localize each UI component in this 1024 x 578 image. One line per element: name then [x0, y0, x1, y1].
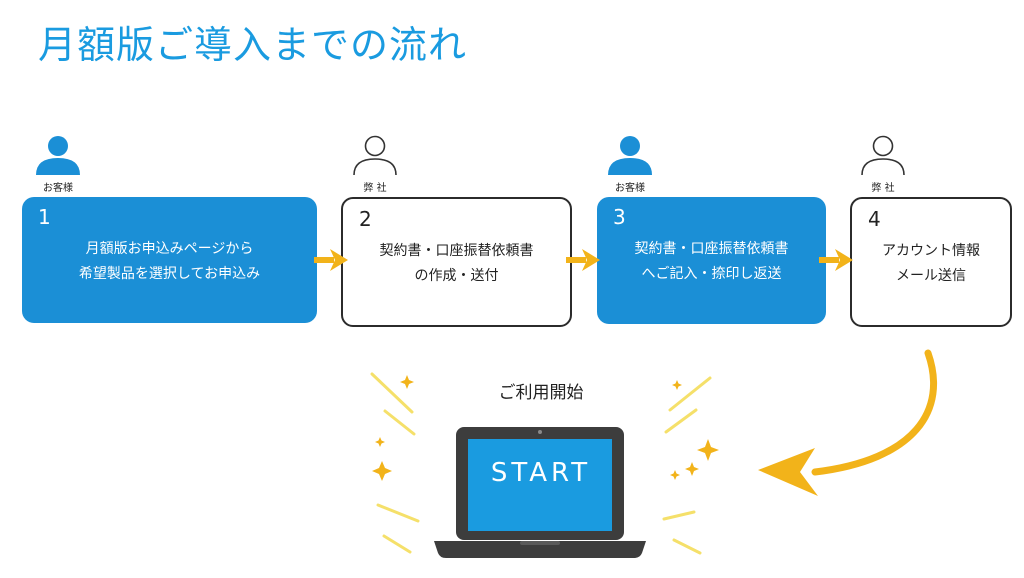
step-box-4: 4 アカウント情報 メール送信 [850, 197, 1012, 327]
step-number: 4 [868, 207, 881, 231]
step-text-line: 契約書・口座振替依頼書 [379, 243, 534, 259]
step-box-1: 1 月額版お申込みページから 希望製品を選択してお申込み [22, 197, 317, 323]
step-number: 3 [613, 205, 626, 229]
sparkle-lines-icon [370, 372, 712, 555]
company-person-icon [861, 135, 905, 175]
actor-label-4: 弊 社 [871, 183, 895, 194]
step-number: 2 [359, 207, 372, 231]
page-title: 月額版ご導入までの流れ [38, 23, 468, 67]
step-text-line: の作成・送付 [414, 268, 499, 284]
arrow-right-icon [819, 249, 853, 271]
company-person-icon [353, 135, 397, 175]
step-text-line: メール送信 [896, 268, 966, 284]
usage-start-label: ご利用開始 [498, 383, 584, 403]
step-text-line: アカウント情報 [882, 243, 980, 259]
step-box-2: 2 契約書・口座振替依頼書 の作成・送付 [341, 197, 572, 327]
step-number: 1 [38, 205, 51, 229]
step-text-line: 月額版お申込みページから [85, 241, 254, 257]
laptop-icon [434, 427, 646, 558]
actor-label-2: 弊 社 [363, 183, 387, 194]
customer-person-icon [608, 136, 652, 175]
step-text-line: へご記入・捺印し返送 [641, 266, 782, 282]
curved-arrow-icon [758, 349, 938, 496]
actor-label-1: お客様 [43, 183, 73, 194]
step-text-line: 希望製品を選択してお申込み [78, 266, 261, 282]
arrow-right-icon [566, 249, 600, 271]
customer-person-icon [36, 136, 80, 175]
sparkle-stars-icon [372, 375, 719, 481]
step-box-3: 3 契約書・口座振替依頼書 へご記入・捺印し返送 [597, 197, 826, 324]
actor-label-3: お客様 [615, 183, 645, 194]
start-screen-text: START [490, 458, 592, 488]
arrow-right-icon [314, 249, 348, 271]
step-text-line: 契約書・口座振替依頼書 [634, 241, 789, 257]
